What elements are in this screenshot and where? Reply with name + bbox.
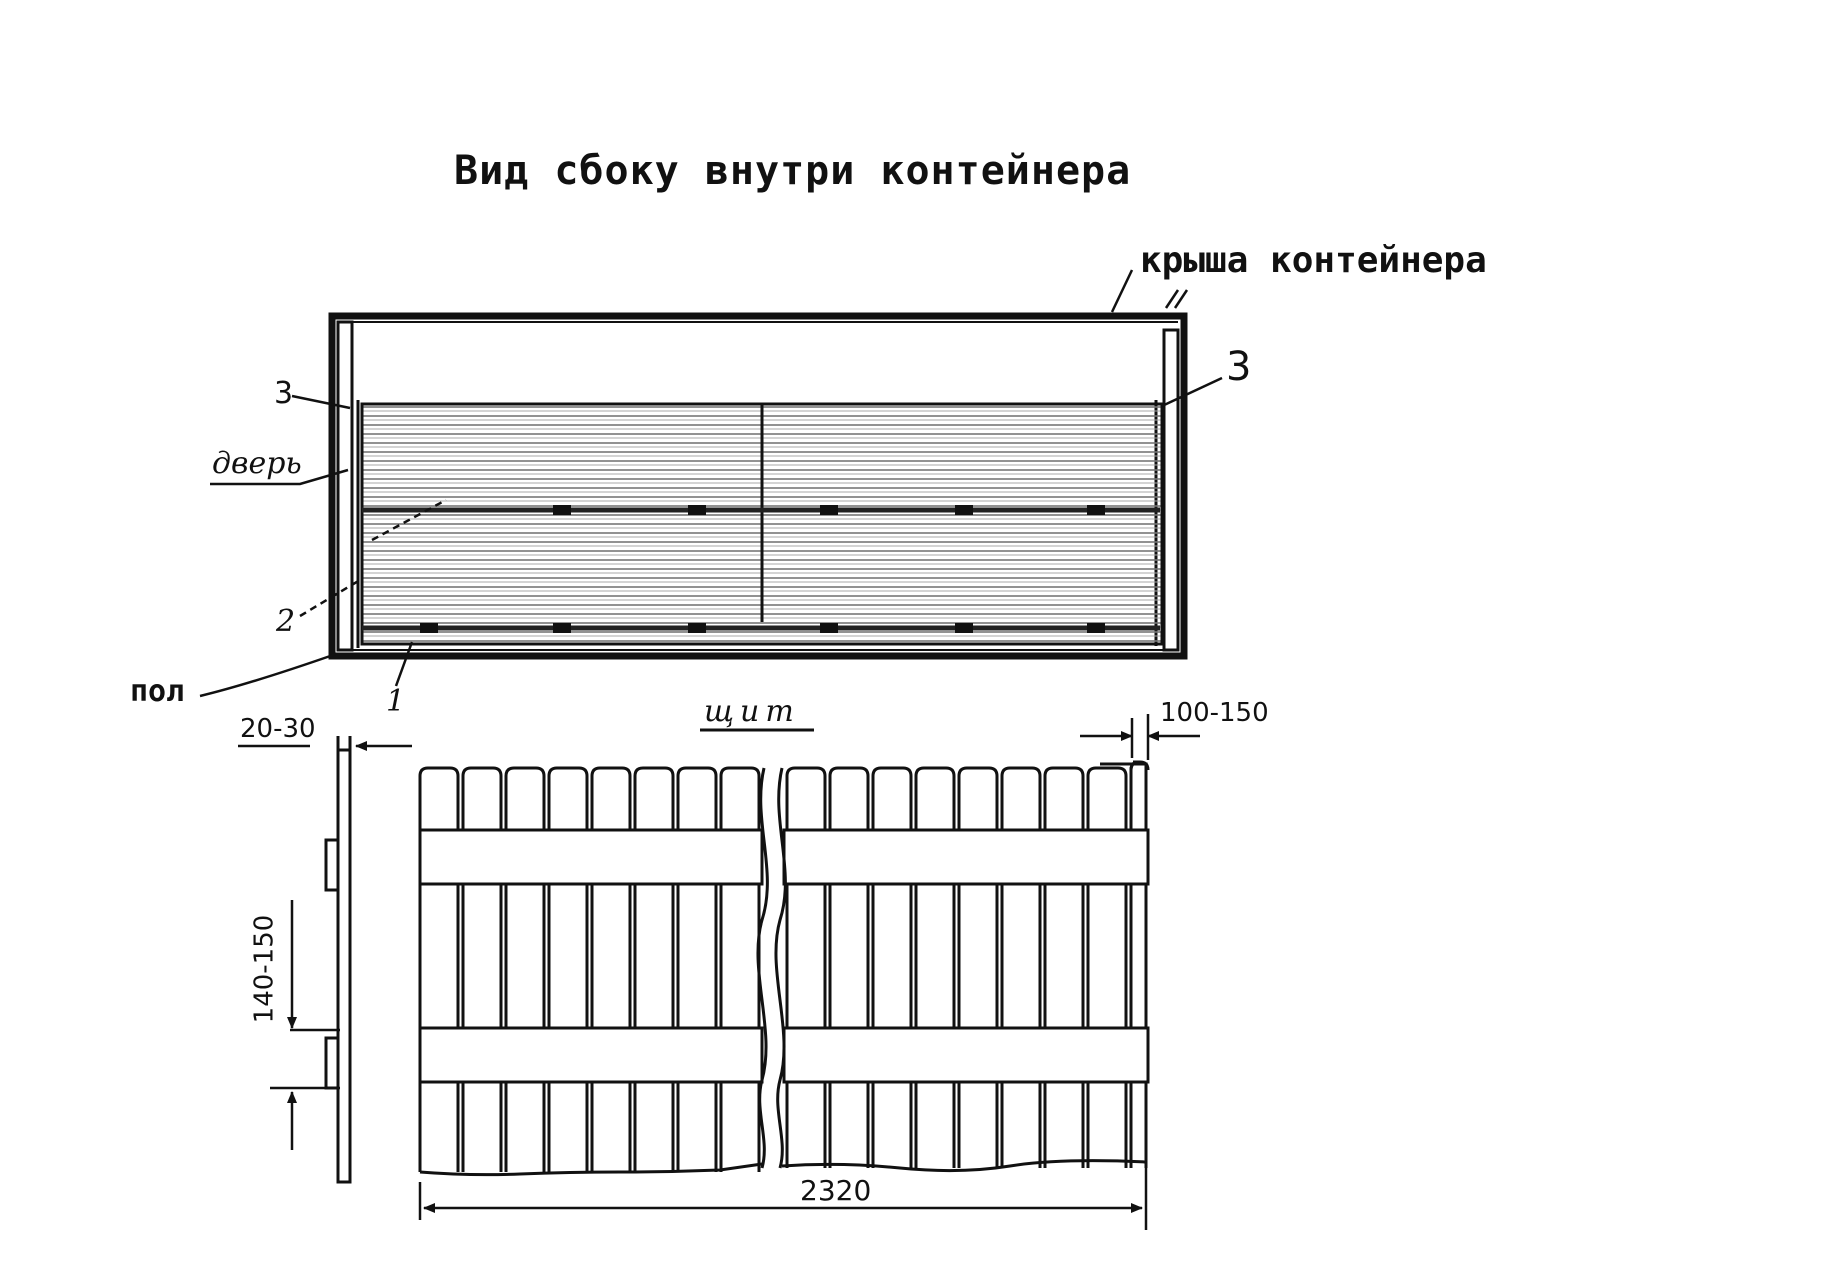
- roof-label: крыша контейнера: [1140, 240, 1487, 281]
- callout-3-right: 3: [1226, 344, 1252, 390]
- shield-bottom-edge: [419, 1159, 1147, 1177]
- floor-label: пол: [130, 674, 185, 709]
- dimension-lines: [238, 714, 1200, 1230]
- load-block: [360, 402, 1164, 646]
- shield-boards: [418, 760, 1150, 1172]
- shield-right-edge: [1100, 762, 1148, 1168]
- callout-1: 1: [386, 684, 406, 719]
- dim-length: 2320: [800, 1174, 872, 1207]
- floor-brace-row: [362, 623, 1160, 633]
- shield-break-line: [756, 767, 787, 1169]
- middle-brace-row: [362, 505, 1160, 515]
- callout-2: 2: [276, 604, 296, 639]
- shield-side-view: [324, 736, 352, 1184]
- dim-edge-gap: 100-150: [1160, 698, 1269, 728]
- leader-lines: [199, 269, 1223, 698]
- door-label: дверь: [212, 446, 302, 481]
- drawing-title: Вид сбоку внутри контейнера: [454, 148, 1132, 194]
- callout-3-left: 3: [274, 376, 294, 411]
- shield-battens: [418, 828, 1150, 1084]
- shield-title: щит: [704, 694, 800, 729]
- door-panel: [336, 320, 360, 652]
- dim-thickness: 20-30: [240, 714, 316, 744]
- container-outline: [328, 312, 1188, 660]
- dim-batten-width: 140-150: [249, 914, 280, 1024]
